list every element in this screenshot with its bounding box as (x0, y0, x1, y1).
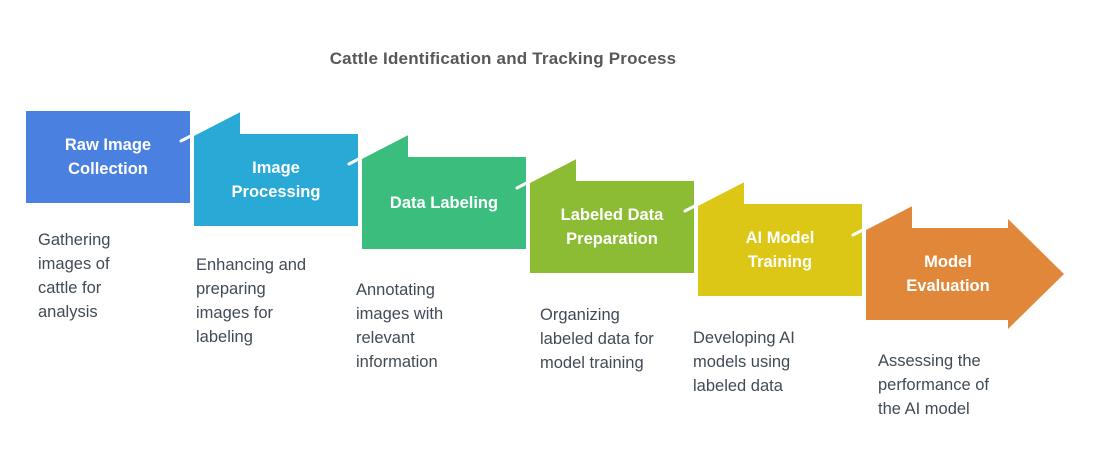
step-description-line: Gathering (38, 231, 111, 249)
step-shape-5 (698, 204, 862, 296)
fold-highlight-3 (347, 131, 411, 166)
step-label-5: AI Model Training (698, 204, 862, 296)
step-description-line: labeled data (693, 377, 783, 395)
step-description-line: images of (38, 255, 110, 273)
step-description-line: images with (356, 305, 444, 323)
step-label-text: AI Model Training (745, 229, 815, 271)
step-shape-2 (194, 134, 358, 226)
step-description-line: images for (196, 304, 274, 322)
step-description-line: Annotating (356, 281, 435, 299)
step-description-line: the AI model (878, 400, 970, 418)
step-description-line: relevant (356, 329, 415, 347)
step-shape-4 (530, 181, 694, 273)
step-arrow-shape-6 (866, 219, 1064, 329)
diagram-title: Cattle Identification and Tracking Proce… (329, 49, 677, 68)
step-label-text: Image Processing (231, 159, 321, 201)
fold-highlight-2 (179, 108, 243, 143)
step-shape-1 (26, 111, 190, 203)
step-label-text: Data Labeling (389, 194, 499, 212)
step-description-1: Gathering images of cattle for analysis (38, 228, 110, 324)
step-description-line: Developing AI (693, 329, 795, 347)
step-label-text: Model Evaluation (906, 253, 990, 295)
step-label-3: Data Labeling (362, 157, 526, 249)
step-shape-3 (362, 157, 526, 249)
step-description-line: model training (540, 354, 644, 372)
step-description-line: cattle for (38, 279, 102, 297)
step-description-6: Assessing the performance of the AI mode… (878, 349, 989, 421)
step-description-line: Enhancing and (196, 256, 307, 274)
step-label-6: Model Evaluation (866, 228, 1030, 320)
step-description-line: models using (693, 353, 791, 371)
step-label-1: Raw Image Collection (26, 111, 190, 203)
fold-highlight-4 (515, 155, 579, 190)
step-description-3: Annotating images with relevant informat… (356, 278, 443, 374)
step-label-2: Image Processing (194, 134, 358, 226)
fold-highlight-5 (683, 178, 747, 213)
step-description-line: preparing (196, 280, 266, 298)
step-description-line: information (356, 353, 438, 371)
step-description-line: labeling (196, 328, 253, 346)
step-description-line: performance of (878, 376, 989, 394)
fold-highlight-6 (851, 202, 915, 237)
step-label-text: Raw Image Collection (64, 136, 152, 178)
step-description-2: Enhancing and preparing images for label… (196, 253, 306, 349)
step-description-line: labeled data for (540, 330, 654, 348)
step-description-line: Assessing the (878, 352, 981, 370)
step-description-5: Developing AI models using labeled data (693, 326, 795, 398)
step-description-4: Organizing labeled data for model traini… (540, 303, 654, 375)
step-description-line: analysis (38, 303, 98, 321)
step-label-text: Labeled Data Preparation (560, 206, 664, 248)
step-label-4: Labeled Data Preparation (530, 181, 694, 273)
step-description-line: Organizing (540, 306, 620, 324)
